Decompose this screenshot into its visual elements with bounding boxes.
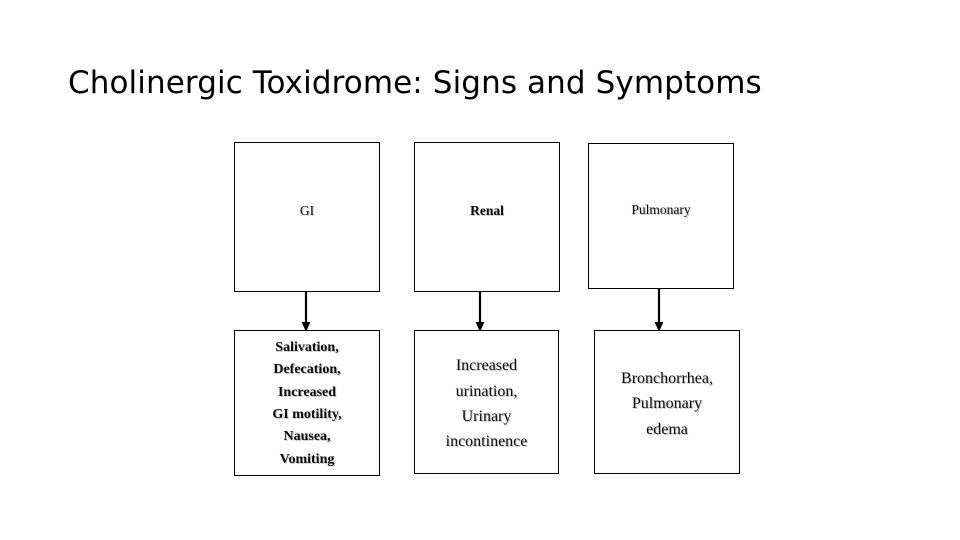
system-box-pulmonary[interactable]: Pulmonary: [588, 143, 734, 289]
system-box-renal-label: Renal: [470, 203, 504, 219]
symptom-box-pulmonary[interactable]: Bronchorrhea, Pulmonary edema: [594, 330, 740, 474]
system-box-renal[interactable]: Renal: [414, 142, 560, 292]
page-title: Cholinergic Toxidrome: Signs and Symptom…: [68, 65, 762, 101]
system-box-gi[interactable]: GI: [234, 142, 380, 292]
symptom-box-renal[interactable]: Increased urination, Urinary incontinenc…: [414, 330, 559, 474]
system-box-gi-label: GI: [299, 203, 315, 219]
system-box-pulmonary-label: Pulmonary: [631, 202, 691, 218]
symptom-box-gi[interactable]: Salivation, Defecation, Increased GI mot…: [234, 330, 380, 476]
down-arrow-icon-gi: [299, 291, 313, 333]
symptom-box-renal-text: Increased urination, Urinary incontinenc…: [445, 357, 528, 451]
down-arrow-icon-renal: [473, 291, 487, 333]
down-arrow-icon-pulmonary: [652, 288, 666, 333]
symptom-box-pulmonary-text: Bronchorrhea, Pulmonary edema: [621, 370, 713, 438]
symptom-box-gi-text: Salivation, Defecation, Increased GI mot…: [272, 339, 342, 467]
